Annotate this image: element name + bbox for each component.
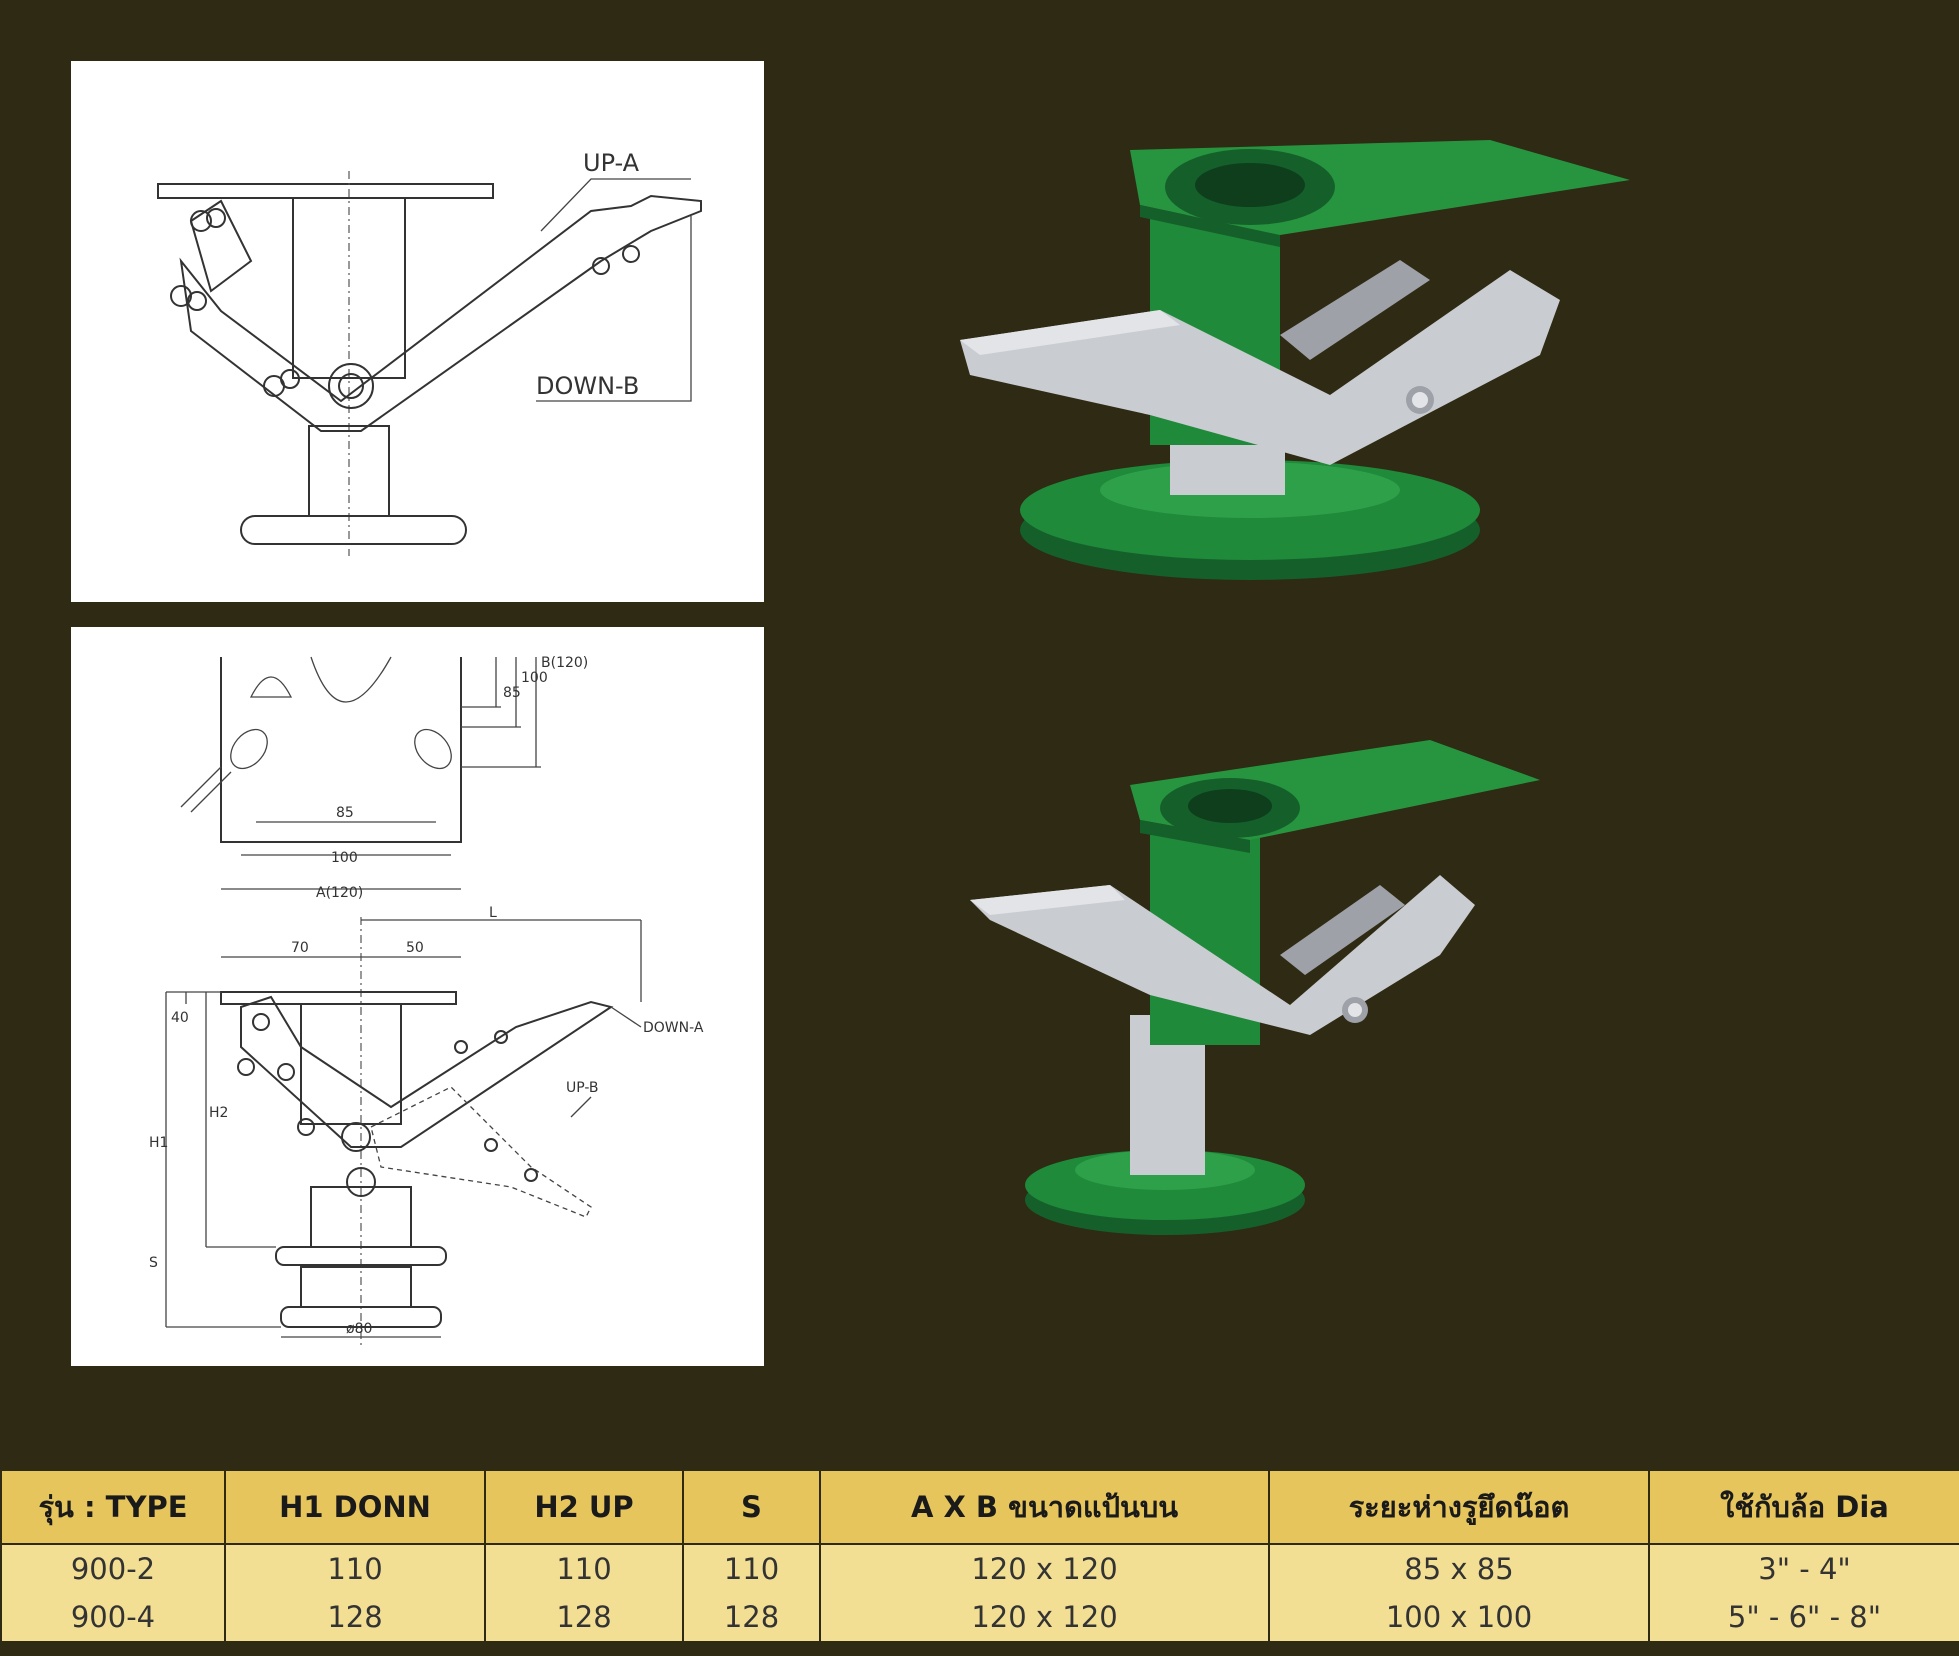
up-a-label: UP-A: [583, 149, 640, 177]
table-row: 900-4 128 128 128 120 x 120 100 x 100 5"…: [0, 1593, 1959, 1641]
table-cell: 110: [682, 1544, 821, 1593]
table-cell: 900-2: [0, 1544, 226, 1593]
table-cell: 110: [224, 1544, 486, 1593]
table-cell: 128: [224, 1593, 486, 1641]
s-label: S: [149, 1255, 158, 1271]
dim-100-horizontal: 100: [331, 850, 358, 866]
table-cell: 128: [484, 1593, 684, 1641]
dimension-drawing: 85 100 B(120) 85 100 A(120) L 70 50: [71, 627, 764, 1366]
down-b-label: DOWN-B: [536, 372, 639, 400]
header-bolt-spacing: ระยะห่างรูยึดน๊อต: [1268, 1469, 1650, 1545]
down-a-label: DOWN-A: [643, 1020, 704, 1036]
table-cell: 85 x 85: [1268, 1544, 1650, 1593]
dim-100-vertical: 100: [521, 670, 548, 686]
table-header-row: รุ่น : TYPE H1 DONN H2 UP S A X B ขนาดแป…: [0, 1469, 1959, 1545]
table-cell: 110: [484, 1544, 684, 1593]
table-cell: 5" - 6" - 8": [1648, 1593, 1959, 1641]
dim-70-label: 70: [291, 940, 309, 956]
header-type: รุ่น : TYPE: [0, 1469, 226, 1545]
dia-label: ø80: [346, 1321, 372, 1337]
table-cell: 3" - 4": [1648, 1544, 1959, 1593]
dim-85-horizontal: 85: [336, 805, 354, 821]
floor-lock-photo-down: [950, 725, 1650, 1245]
dim-50-label: 50: [406, 940, 424, 956]
dim-85-vertical: 85: [503, 685, 521, 701]
header-s: S: [682, 1469, 821, 1545]
up-b-label: UP-B: [566, 1080, 599, 1096]
table-row: 900-2 110 110 110 120 x 120 85 x 85 3" -…: [0, 1544, 1959, 1593]
h2-label: H2: [209, 1105, 228, 1121]
table-cell: 900-4: [0, 1593, 226, 1641]
floor-lock-photo-up: [950, 85, 1650, 605]
table-cell: 120 x 120: [819, 1544, 1270, 1593]
dim-b-label: B(120): [541, 655, 588, 671]
dim-l-label: L: [489, 905, 497, 921]
table-cell: 100 x 100: [1268, 1593, 1650, 1641]
header-plate-size: A X B ขนาดแป้นบน: [819, 1469, 1270, 1545]
dim-a-label: A(120): [316, 885, 363, 901]
h1-label: H1: [149, 1135, 168, 1151]
header-h2: H2 UP: [484, 1469, 684, 1545]
side-view-drawing: UP-A DOWN-B: [71, 61, 764, 602]
header-wheel-dia: ใช้กับล้อ Dia: [1648, 1469, 1959, 1545]
spec-table: รุ่น : TYPE H1 DONN H2 UP S A X B ขนาดแป…: [0, 1469, 1959, 1641]
table-cell: 128: [682, 1593, 821, 1641]
dim-40-label: 40: [171, 1010, 189, 1026]
table-cell: 120 x 120: [819, 1593, 1270, 1641]
header-h1: H1 DONN: [224, 1469, 486, 1545]
